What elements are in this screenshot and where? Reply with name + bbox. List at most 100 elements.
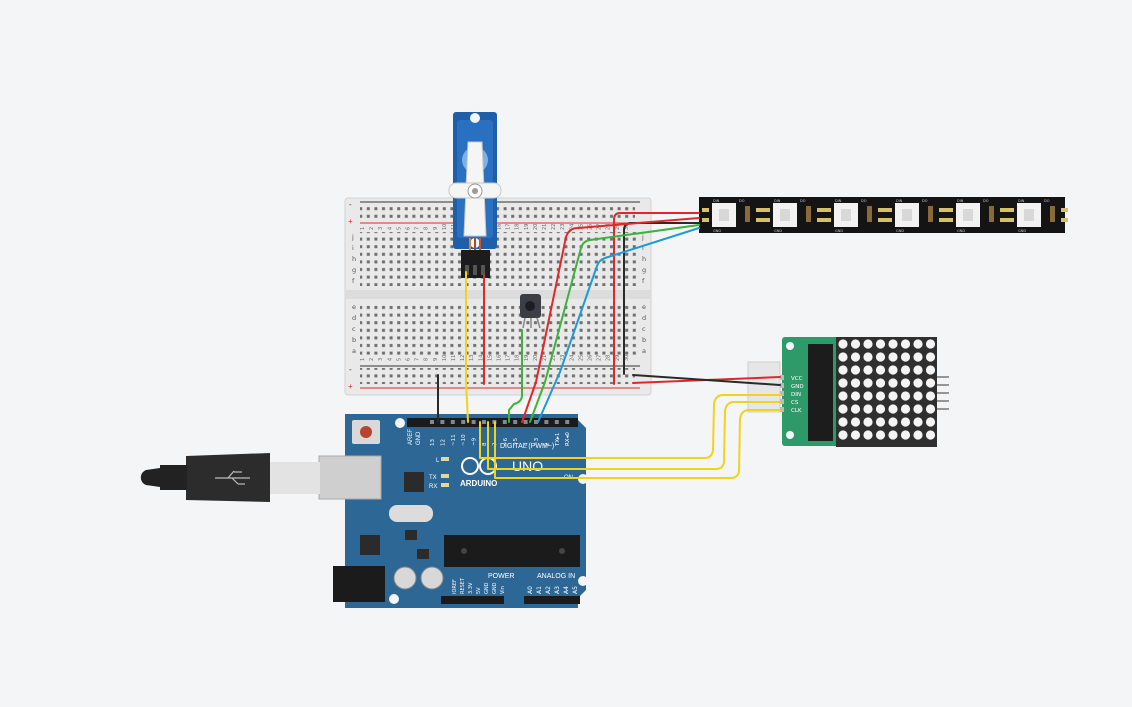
digital-pin[interactable] [544, 420, 549, 424]
strip-gnd-label: GND [713, 229, 721, 233]
power-jack[interactable] [333, 566, 385, 602]
column-number: 7 [415, 358, 421, 361]
upper-terminal-strip[interactable] [360, 232, 637, 286]
column-number: 21 [542, 355, 548, 361]
row-letter: i [352, 244, 354, 252]
board-model: UNO [512, 458, 543, 474]
matrix-led [838, 391, 848, 401]
digital-pin-label: ~11 [451, 434, 457, 446]
strip-do-label: DO [739, 199, 745, 203]
led-tx-label: TX [429, 475, 437, 481]
photo-sensor[interactable] [520, 294, 541, 329]
digital-pin[interactable] [482, 420, 486, 424]
matrix-led [875, 365, 886, 375]
strip-din-label: DIN [835, 199, 842, 203]
matrix-led [925, 391, 936, 401]
column-number: 5 [396, 227, 402, 230]
matrix-led [863, 339, 873, 349]
matrix-led [925, 430, 936, 440]
usb-chip [404, 472, 424, 492]
column-number: 9 [433, 358, 439, 361]
matrix-led [900, 391, 911, 401]
column-number: 28 [606, 355, 612, 361]
wire-matrix-gnd[interactable] [632, 374, 781, 386]
analog-pin-label: A2 [545, 586, 552, 594]
power-pin-label: RESET [460, 577, 466, 594]
servo-motor[interactable] [448, 112, 502, 278]
matrix-led [900, 352, 911, 362]
matrix-led [875, 339, 886, 349]
matrix-led [925, 378, 936, 388]
matrix-led [888, 430, 898, 440]
power-pin-label: GND [492, 582, 498, 594]
digital-pin[interactable] [554, 420, 559, 424]
digital-pin[interactable] [565, 420, 570, 424]
matrix-led [875, 352, 886, 362]
strip-gnd-label: GND [896, 229, 904, 233]
power-pin-label: 5V [476, 587, 482, 594]
digital-pin[interactable] [461, 420, 466, 424]
matrix-led [925, 417, 936, 427]
matrix-led [838, 417, 848, 427]
matrix-led [863, 391, 873, 401]
column-number: 20 [533, 224, 539, 230]
column-number: 4 [387, 358, 393, 361]
analog-pin-label: A0 [527, 586, 534, 594]
digital-pin[interactable] [513, 420, 518, 424]
row-letter: c [642, 325, 646, 333]
lower-terminal-strip[interactable] [360, 302, 637, 356]
wire-servo-signal[interactable] [465, 271, 469, 423]
wire-matrix-cs[interactable] [487, 401, 781, 470]
digital-pin[interactable] [534, 420, 538, 424]
digital-pin[interactable] [440, 420, 445, 424]
matrix-led [838, 339, 848, 349]
column-number: 2 [369, 358, 375, 361]
wire-matrix-din[interactable] [479, 394, 781, 459]
rail-plus-label: + [348, 217, 353, 226]
wire-strip-data[interactable] [529, 224, 700, 423]
row-letter: h [352, 255, 356, 263]
brand-label: ARDUINO [460, 479, 497, 488]
digital-pin[interactable] [430, 420, 434, 424]
column-number: 24 [569, 224, 575, 230]
digital-pin[interactable] [523, 420, 528, 424]
wire-sensor-signal[interactable] [508, 329, 523, 423]
column-number: 2 [369, 227, 375, 230]
column-number: 16 [497, 224, 503, 230]
row-letter: e [352, 303, 356, 311]
bottom-power-rail[interactable] [360, 368, 635, 384]
wire-strip-blue[interactable] [537, 227, 700, 423]
digital-pin[interactable] [450, 420, 455, 424]
column-number: 24 [569, 355, 575, 361]
power-header[interactable] [441, 596, 504, 604]
matrix-pin-label: DIN [791, 392, 801, 398]
matrix-led [850, 417, 861, 427]
column-number: 9 [433, 227, 439, 230]
matrix-led [900, 378, 911, 388]
matrix-led [888, 352, 898, 362]
row-letter: f [642, 277, 645, 285]
row-letter: g [352, 266, 356, 274]
top-power-rail[interactable] [360, 204, 635, 220]
wire-strip-power[interactable] [613, 212, 700, 385]
usb-cable[interactable] [140, 453, 382, 502]
wire-matrix-clk[interactable] [494, 409, 781, 479]
digital-pin-label: 13 [430, 439, 436, 446]
digital-pin-label: ~5 [513, 437, 519, 446]
digital-pin[interactable] [471, 420, 476, 424]
voltage-regulator [360, 535, 380, 555]
strip-do-label: DO [800, 199, 806, 203]
digital-pin-label: 12 [440, 439, 446, 446]
digital-pin[interactable] [502, 420, 507, 424]
rail-minus-label: - [349, 200, 352, 209]
wire-strip-red-2[interactable] [521, 217, 700, 423]
analog-header[interactable] [524, 596, 580, 604]
column-number: 21 [542, 224, 548, 230]
matrix-led [863, 417, 873, 427]
column-number: 5 [396, 358, 402, 361]
servo-horn[interactable] [448, 141, 502, 237]
